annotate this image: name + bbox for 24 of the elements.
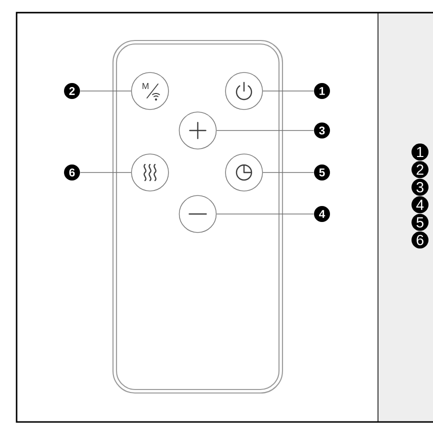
leader-line (216, 130, 314, 131)
round-button (131, 154, 169, 192)
callout-number: 5 (412, 214, 428, 231)
callout-number: 4 (314, 206, 330, 222)
leader-line (262, 90, 314, 92)
callout-number: 4 (412, 196, 428, 214)
callout-number: 3 (412, 178, 428, 196)
round-button (178, 195, 217, 233)
round-button (225, 72, 263, 110)
callout-number: 1 (412, 144, 428, 160)
leader-line (80, 172, 132, 173)
callout-number: 1 (314, 83, 330, 99)
round-button (225, 154, 263, 192)
leader-line (80, 90, 132, 92)
callout-number: 6 (412, 232, 428, 248)
callout-number: 2 (412, 161, 428, 178)
callout-number: 6 (64, 164, 80, 180)
callout-number: 2 (64, 83, 80, 99)
round-button (178, 112, 217, 150)
callout-number: 3 (314, 122, 330, 138)
callout-number: 5 (314, 164, 330, 180)
remote-body (112, 40, 284, 394)
round-button: M (131, 72, 169, 110)
leader-line (262, 172, 314, 173)
